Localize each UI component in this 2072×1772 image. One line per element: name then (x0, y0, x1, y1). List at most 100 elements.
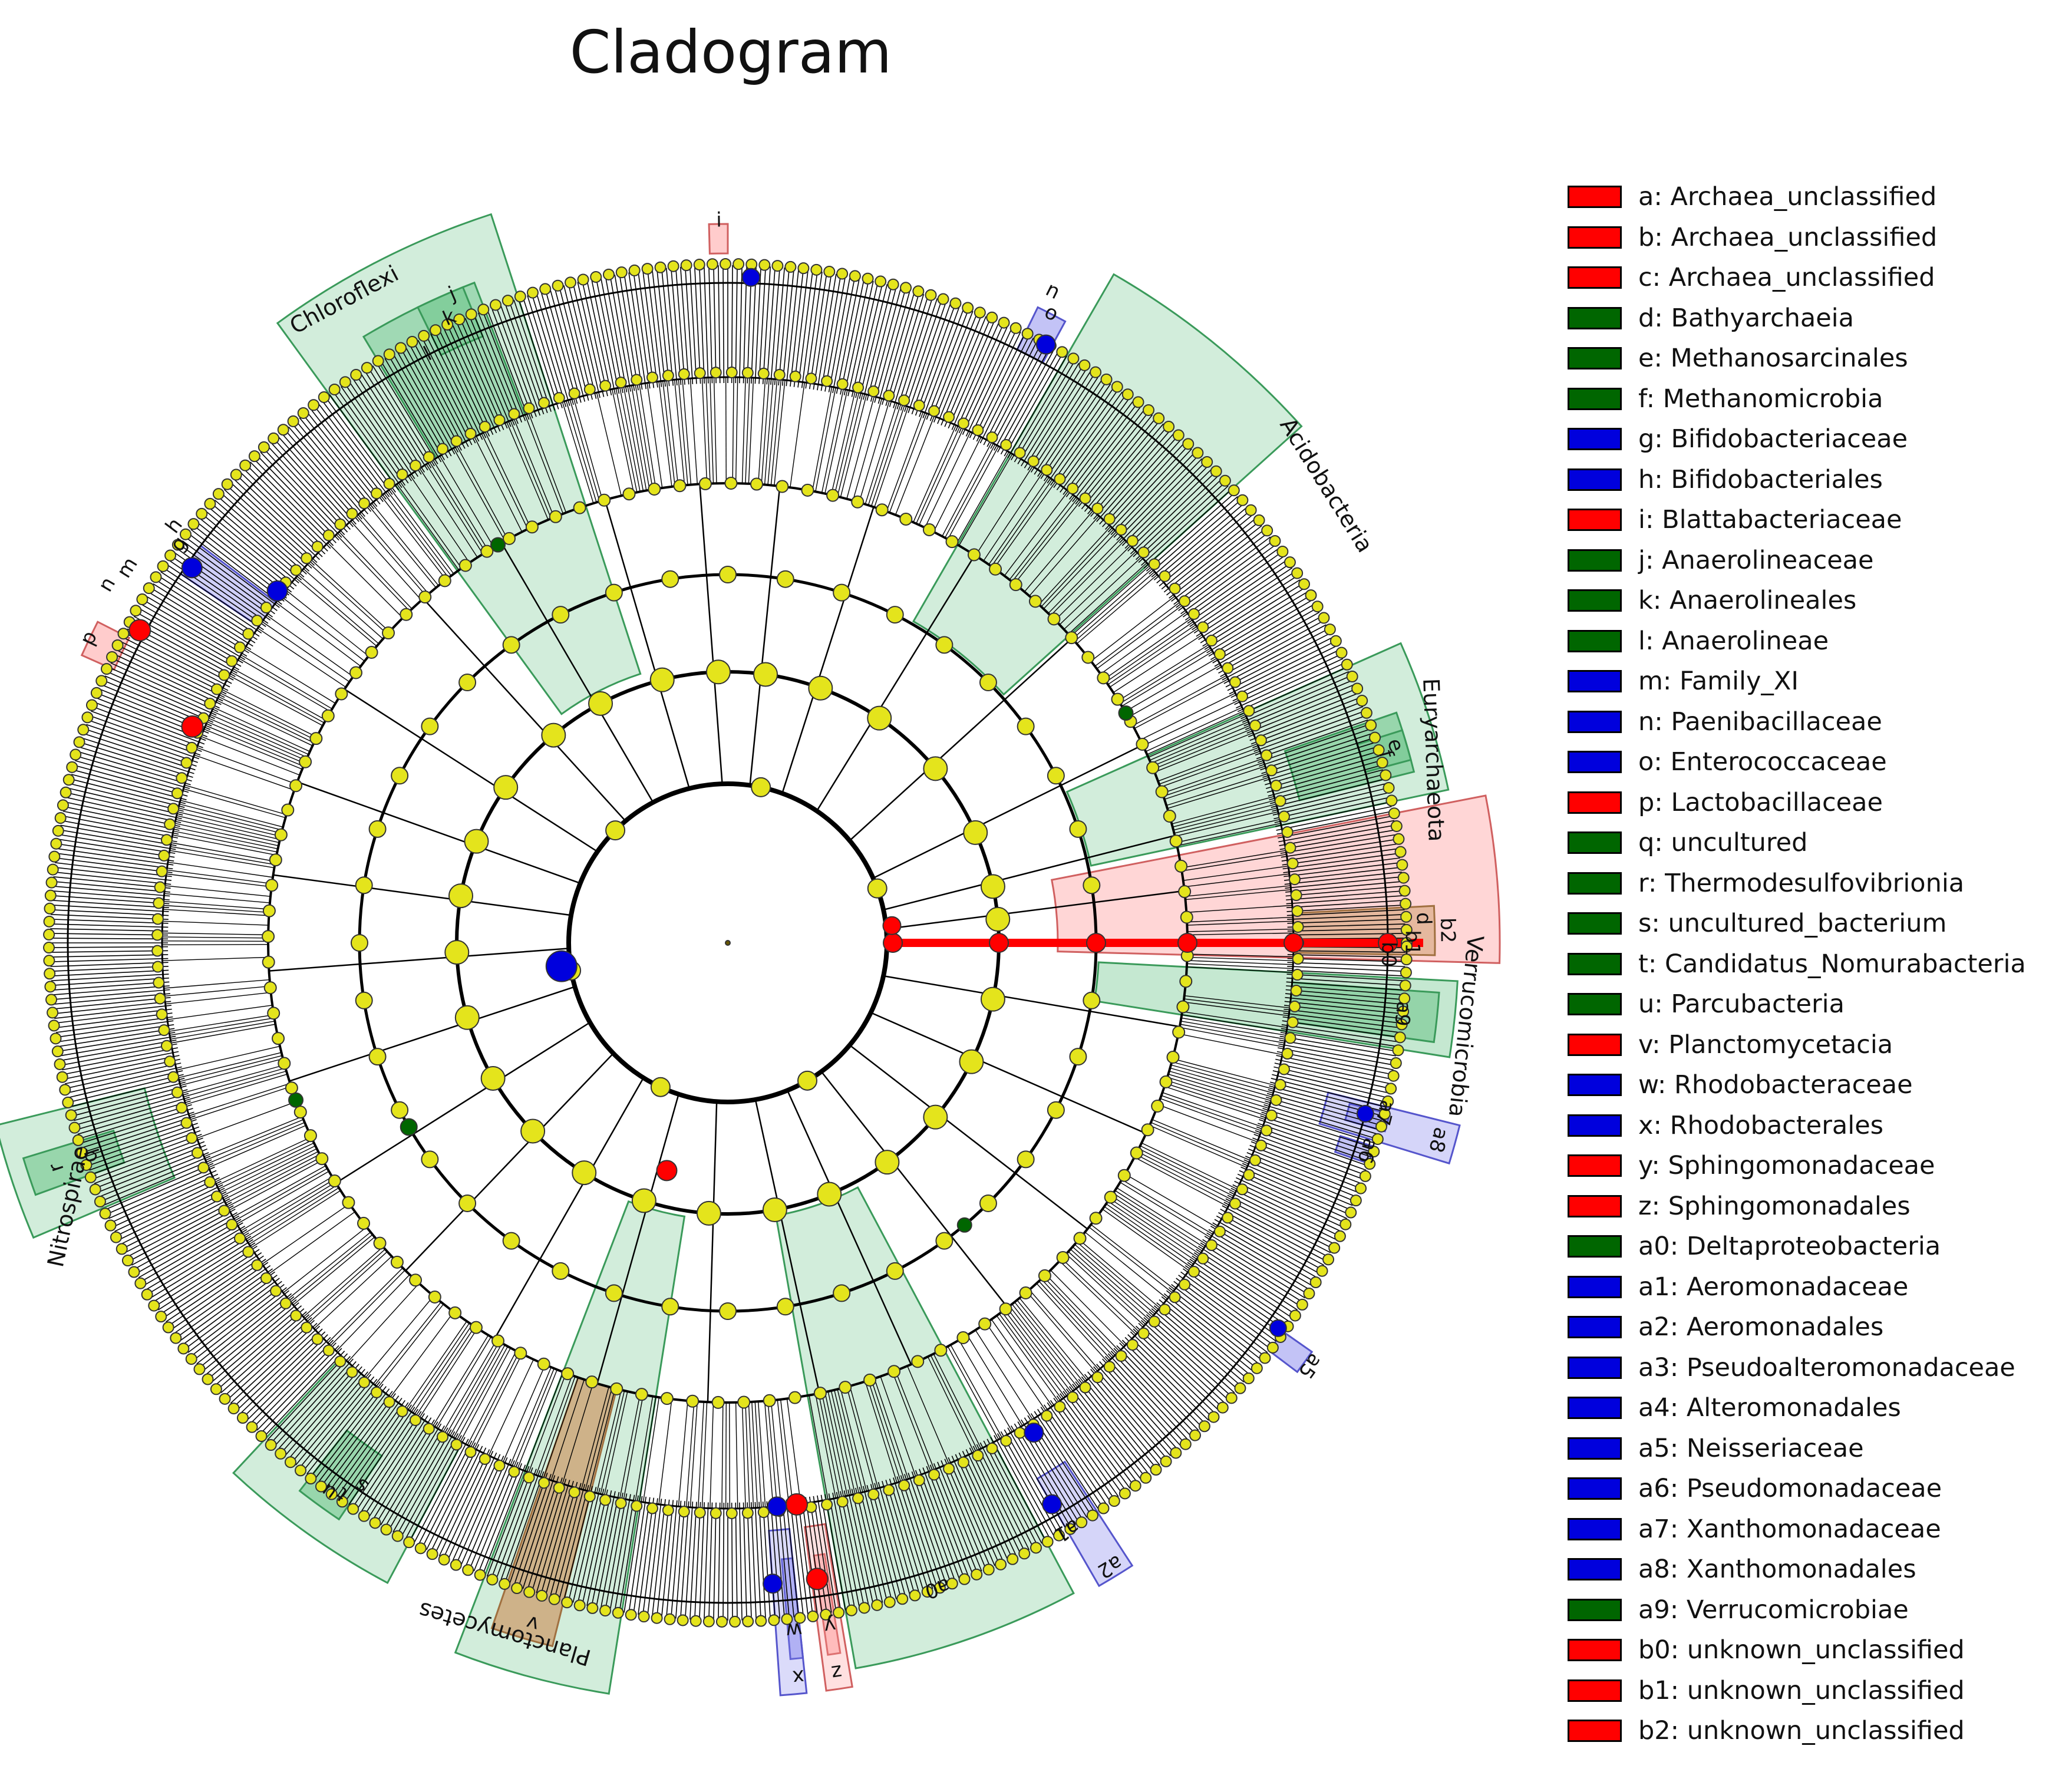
clade-letter-d: d (1411, 912, 1436, 925)
legend-label: e: Methanosarcinales (1638, 344, 1908, 374)
legend-item-i: i: Blattabacteriaceae (1568, 500, 2026, 540)
node-a2 (1042, 1494, 1062, 1514)
node-y (806, 1568, 829, 1590)
node-archaea-0 (883, 933, 903, 953)
legend-label: a2: Aeromonadales (1638, 1312, 1884, 1342)
legend-label: a: Archaea_unclassified (1638, 182, 1937, 212)
legend-label: k: Anaerolineales (1638, 586, 1857, 616)
node-archaea-1 (989, 933, 1009, 953)
legend-swatch (1568, 468, 1622, 491)
legend-label: b2: unknown_unclassified (1638, 1716, 1965, 1746)
legend-swatch (1568, 266, 1622, 289)
legend-item-a0: a0: Deltaproteobacteria (1568, 1226, 2026, 1267)
legend-swatch (1568, 1235, 1622, 1258)
legend-label: a0: Deltaproteobacteria (1638, 1232, 1941, 1262)
legend-item-a5: a5: Neisseriaceae (1568, 1428, 2026, 1469)
label-euryarchaeota: Euryarchaeota (1418, 678, 1450, 842)
legend-swatch (1568, 1194, 1622, 1217)
legend-item-a4: a4: Alteromonadales (1568, 1388, 2026, 1428)
legend-item-a9: a9: Verrucomicrobiae (1568, 1590, 2026, 1631)
legend-item-m: m: Family_XI (1568, 661, 2026, 702)
shade-i (708, 223, 729, 255)
legend-swatch (1568, 509, 1622, 532)
legend-item-b2: b2: unknown_unclassified (1568, 1711, 2026, 1751)
legend-label: y: Sphingomonadaceae (1638, 1151, 1935, 1181)
legend-label: a6: Pseudomonadaceae (1638, 1474, 1942, 1504)
legend-label: x: Rhodobacterales (1638, 1110, 1884, 1140)
node-archaea-5 (1378, 933, 1398, 953)
legend-swatch (1568, 589, 1622, 612)
legend-label: m: Family_XI (1638, 666, 1799, 697)
legend-swatch (1568, 226, 1622, 249)
legend-label: h: Bifidobacteriales (1638, 464, 1883, 494)
diagram-title: Cladogram (569, 18, 892, 87)
legend-label: b0: unknown_unclassified (1638, 1635, 1965, 1665)
legend-label: i: Blattabacteriaceae (1638, 505, 1902, 535)
legend-label: a9: Verrucomicrobiae (1638, 1595, 1909, 1625)
legend-swatch (1568, 1598, 1622, 1621)
shade-a0 (774, 1186, 1075, 1669)
legend-item-p: p: Lactobacillaceae (1568, 783, 2026, 823)
legend-label: g: Bifidobacteriaceae (1638, 424, 1908, 454)
legend-item-y: y: Sphingomonadaceae (1568, 1146, 2026, 1186)
clade-letter-a9: a9 (1390, 1000, 1416, 1027)
legend-swatch (1568, 1558, 1622, 1581)
node-archaea-4 (1284, 933, 1304, 953)
legend-item-d: d: Bathyarchaeia (1568, 298, 2026, 339)
legend-item-h: h: Bifidobacteriales (1568, 460, 2026, 500)
legend-label: j: Anaerolineaceae (1638, 545, 1874, 575)
node-green-3 (490, 537, 506, 553)
legend-label: b: Archaea_unclassified (1638, 222, 1938, 252)
legend-item-r: r: Thermodesulfovibrionia (1568, 863, 2026, 904)
legend-swatch (1568, 549, 1622, 572)
legend-item-t: t: Candidatus_Nomurabacteria (1568, 944, 2026, 985)
node-w (763, 1573, 783, 1594)
legend-item-l: l: Anaerolineae (1568, 621, 2026, 662)
legend-item-o: o: Enterococcaceae (1568, 742, 2026, 783)
legend-swatch (1568, 1275, 1622, 1298)
legend-item-x: x: Rhodobacterales (1568, 1106, 2026, 1146)
node-root (725, 940, 731, 946)
label-acidobacteria: Acidobacteria (1275, 413, 1378, 557)
legend-label: a5: Neisseriaceae (1638, 1433, 1864, 1463)
shade-z (803, 1523, 853, 1692)
legend-swatch (1568, 1154, 1622, 1177)
node-green-5 (956, 1217, 972, 1233)
clade-letter-n: n (94, 573, 120, 596)
legend-label: r: Thermodesulfovibrionia (1638, 868, 1965, 898)
clade-letter-w: w (785, 1618, 804, 1642)
legend-item-b0: b0: unknown_unclassified (1568, 1630, 2026, 1671)
legend-swatch (1568, 1639, 1622, 1662)
legend-label: a3: Pseudoalteromonadaceae (1638, 1352, 2015, 1382)
legend-label: l: Anaerolineae (1638, 626, 1829, 656)
legend-item-e: e: Methanosarcinales (1568, 338, 2026, 379)
legend-item-f: f: Methanomicrobia (1568, 379, 2026, 420)
legend-swatch (1568, 710, 1622, 733)
node-green-2 (288, 1092, 304, 1108)
legend: a: Archaea_unclassified b: Archaea_unclas… (1568, 177, 2026, 1751)
node-v (656, 1160, 678, 1182)
node-a (882, 916, 902, 935)
legend-item-a6: a6: Pseudomonadaceae (1568, 1469, 2026, 1509)
legend-swatch (1568, 993, 1622, 1016)
legend-label: d: Bathyarchaeia (1638, 303, 1854, 333)
legend-swatch (1568, 1437, 1622, 1460)
legend-item-b1: b1: unknown_unclassified (1568, 1671, 2026, 1711)
shade-x (768, 1527, 808, 1697)
legend-swatch (1568, 1114, 1622, 1137)
node-h (266, 580, 288, 602)
clade-letter-i: i (716, 209, 722, 232)
legend-label: c: Archaea_unclassified (1638, 263, 1935, 293)
legend-label: t: Candidatus_Nomurabacteria (1638, 949, 2026, 979)
legend-label: o: Enterococcaceae (1638, 747, 1887, 777)
legend-label: b1: unknown_unclassified (1638, 1675, 1965, 1705)
node-g (181, 557, 203, 579)
legend-label: q: uncultured (1638, 828, 1808, 858)
legend-swatch (1568, 1074, 1622, 1097)
node-green-1 (400, 1118, 418, 1136)
legend-swatch (1568, 1517, 1622, 1540)
clade-letter-b2: b2 (1436, 918, 1460, 943)
legend-label: a1: Aeromonadaceae (1638, 1272, 1909, 1302)
legend-swatch (1568, 670, 1622, 693)
